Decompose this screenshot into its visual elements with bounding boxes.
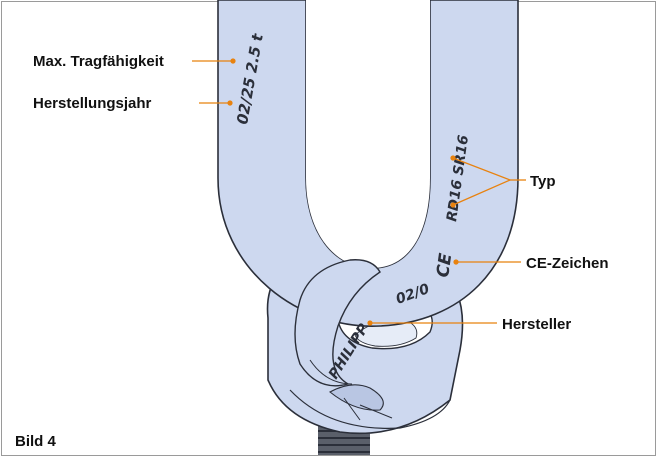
label-manufacture-year: Herstellungsjahr bbox=[33, 95, 152, 112]
label-load-capacity: Max. Tragfähigkeit bbox=[33, 53, 164, 70]
shackle-bow bbox=[217, 0, 519, 327]
label-ce-mark: CE-Zeichen bbox=[526, 255, 609, 272]
label-manufacturer: Hersteller bbox=[502, 316, 571, 333]
leader-dots bbox=[227, 58, 459, 326]
ring-front-lip bbox=[294, 259, 381, 387]
figure-caption: Bild 4 bbox=[15, 433, 56, 450]
label-type: Typ bbox=[530, 173, 556, 190]
leader-lines bbox=[192, 60, 526, 324]
stamp-ce-mark: CE bbox=[433, 252, 456, 279]
